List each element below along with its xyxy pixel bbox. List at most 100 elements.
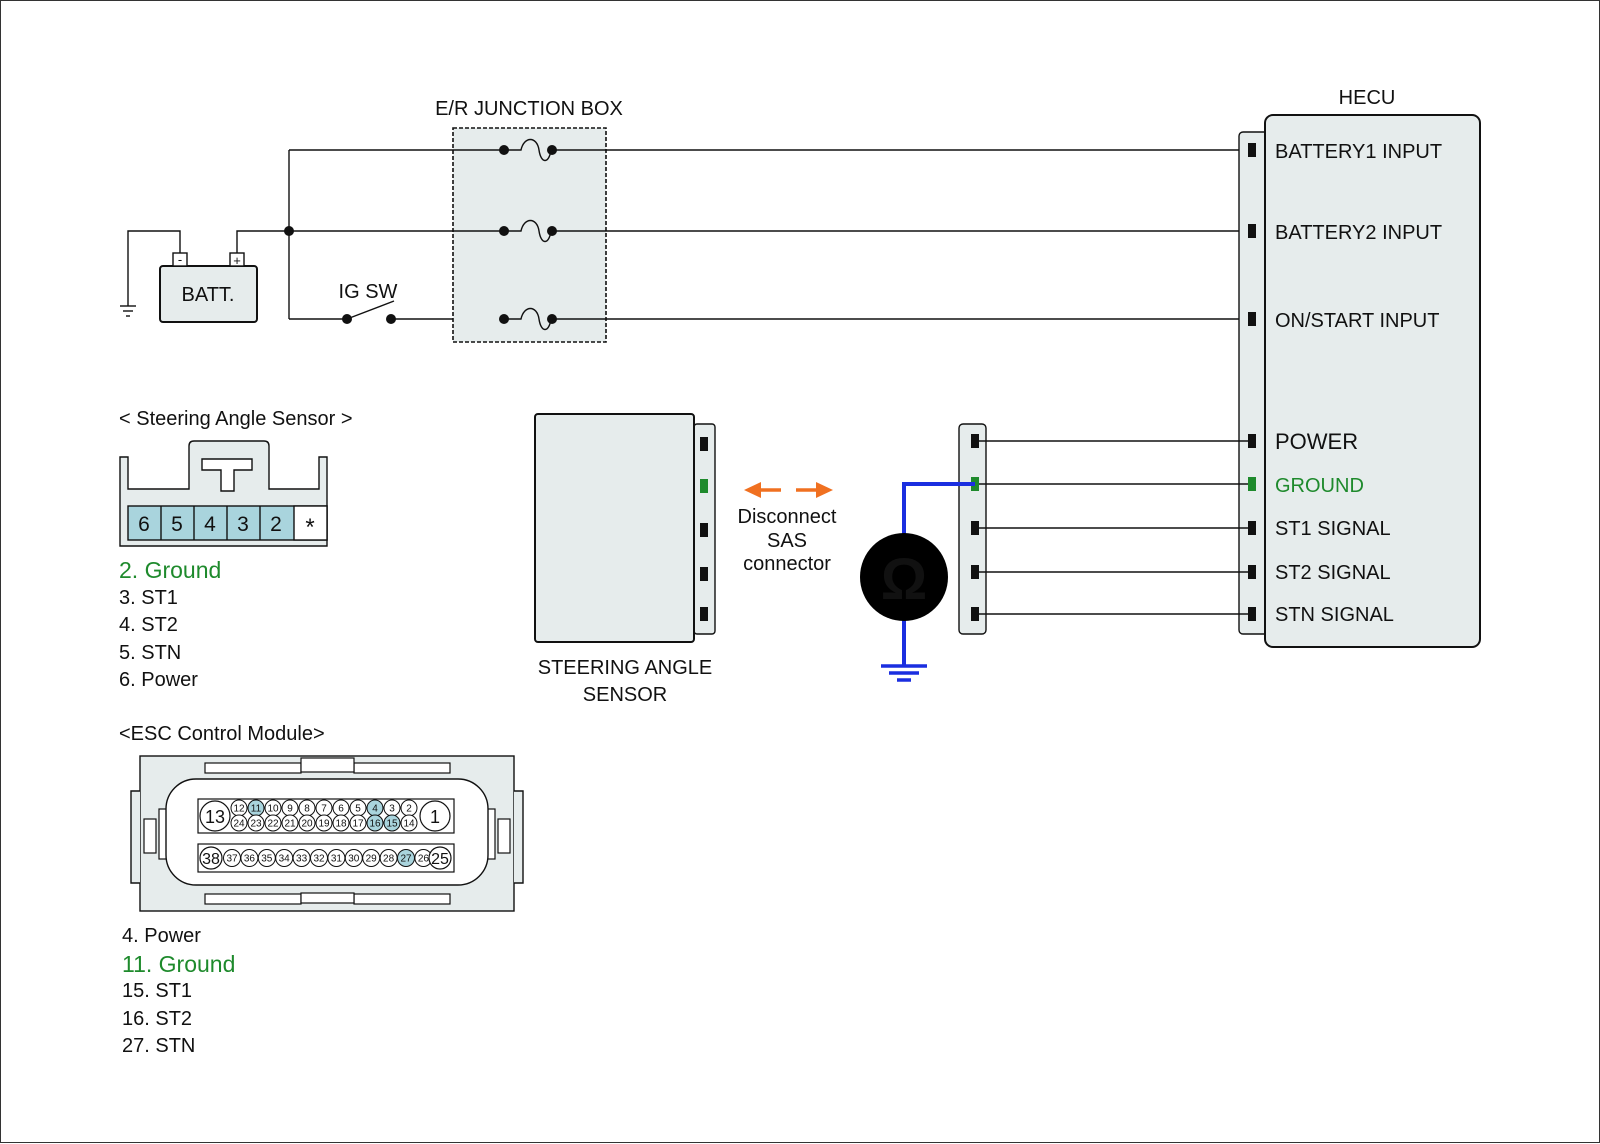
svg-text:+: +: [233, 253, 241, 268]
svg-text:10: 10: [267, 804, 279, 815]
battery: BATT. - +: [159, 252, 258, 323]
esc-pin-28: 28: [379, 849, 398, 867]
esc-pin-12: 12: [230, 799, 248, 817]
svg-text:18: 18: [335, 819, 347, 830]
svg-text:37: 37: [226, 854, 238, 865]
esc-pin-10: 10: [264, 799, 282, 817]
ig-switch-label: IG SW: [339, 281, 398, 303]
esc-pin-38: 38: [202, 851, 220, 868]
svg-text:12: 12: [233, 804, 245, 815]
svg-text:3: 3: [389, 804, 395, 815]
instruction-line1: Disconnect: [738, 506, 837, 528]
ground-symbol-battery: [120, 305, 136, 317]
svg-text:2: 2: [406, 804, 412, 815]
esc-pin-14: 14: [400, 814, 418, 832]
instruction-line2: SAS: [767, 530, 807, 552]
svg-text:15: 15: [386, 819, 398, 830]
battery-positive-wire: [236, 230, 289, 253]
sas-pin-4: 4: [204, 513, 216, 536]
esc-pin-5: 5: [349, 799, 367, 817]
hecu-input-battery2: BATTERY2 INPUT: [1275, 222, 1442, 244]
hecu-signal-stn: STN SIGNAL: [1275, 604, 1394, 626]
esc-pin-31: 31: [327, 849, 346, 867]
esc-pin-20: 20: [298, 814, 316, 832]
fuse-3: [499, 307, 557, 331]
svg-text:33: 33: [296, 854, 308, 865]
esc-legend-stn: 27. STN: [122, 1035, 196, 1057]
sas-connector-title: < Steering Angle Sensor >: [119, 408, 353, 430]
sas-pin-5: 5: [171, 513, 183, 536]
svg-text:31: 31: [331, 854, 343, 865]
svg-text:35: 35: [261, 854, 273, 865]
esc-pin-18: 18: [332, 814, 350, 832]
hecu-signal-st2: ST2 SIGNAL: [1275, 562, 1391, 584]
svg-text:23: 23: [250, 819, 262, 830]
ground-symbol-meter: [881, 664, 927, 682]
sas-legend-ground: 2. Ground: [119, 557, 222, 583]
sas-pin-blank: *: [305, 514, 314, 541]
svg-text:8: 8: [304, 804, 310, 815]
svg-text:6: 6: [338, 804, 344, 815]
svg-text:36: 36: [244, 854, 256, 865]
ohm-symbol-icon: Ω: [881, 547, 928, 612]
meter-lead-top: [902, 482, 975, 536]
esc-pin-7: 7: [315, 799, 333, 817]
svg-text:9: 9: [287, 804, 293, 815]
esc-legend-ground: 11. Ground: [122, 950, 236, 977]
esc-pin-32: 32: [310, 849, 328, 867]
hecu-signal-st1: ST1 SIGNAL: [1275, 518, 1391, 540]
esc-pin-29: 29: [362, 849, 381, 867]
esc-pin-25: 25: [431, 851, 449, 868]
sas-legend-stn: 5. STN: [119, 641, 182, 664]
disconnect-arrows-icon: [744, 482, 833, 498]
sas-pin-2: 2: [270, 513, 282, 536]
svg-text:17: 17: [352, 819, 364, 830]
esc-pin-37: 37: [223, 849, 241, 867]
esc-pin-8: 8: [298, 799, 316, 817]
esc-pin-15: 15: [383, 814, 401, 832]
esc-legend-st2: 16. ST2: [122, 1007, 193, 1030]
junction-box-title: E/R JUNCTION BOX: [435, 98, 623, 120]
harness-connector: [958, 423, 987, 635]
svg-text:30: 30: [348, 854, 360, 865]
svg-text:34: 34: [279, 854, 291, 865]
svg-text:5: 5: [355, 804, 361, 815]
svg-text:32: 32: [313, 854, 325, 865]
svg-text:20: 20: [301, 819, 313, 830]
svg-text:7: 7: [321, 804, 327, 815]
esc-legend-power: 4. Power: [122, 925, 201, 947]
svg-text:4: 4: [372, 804, 378, 815]
svg-text:29: 29: [366, 854, 378, 865]
sas-pin-legend: 2. Ground 3. ST1 4. ST2 5. STN 6. Power: [119, 557, 221, 695]
hecu-signal-power: POWER: [1275, 429, 1358, 454]
esc-pin-4: 4: [366, 799, 384, 817]
esc-pin-27: 27: [397, 849, 415, 867]
svg-text:-: -: [178, 252, 182, 267]
esc-pin-30: 30: [344, 849, 363, 867]
svg-text:19: 19: [318, 819, 330, 830]
esc-pin-35: 35: [257, 849, 276, 867]
steering-angle-sensor: STEERING ANGLE SENSOR: [534, 413, 716, 706]
svg-text:21: 21: [284, 819, 296, 830]
svg-text:24: 24: [233, 819, 245, 830]
esc-legend-st1: 15. ST1: [122, 980, 193, 1002]
instruction-line3: connector: [743, 553, 831, 575]
sas-pin-6: 6: [138, 513, 150, 536]
er-junction-box: E/R JUNCTION BOX: [435, 98, 623, 343]
svg-text:14: 14: [403, 819, 415, 830]
esc-pin-23: 23: [247, 814, 265, 832]
svg-text:16: 16: [369, 819, 381, 830]
hecu-input-battery1: BATTERY1 INPUT: [1275, 141, 1442, 163]
esc-pin-21: 21: [281, 814, 299, 832]
sas-legend-st2: 4. ST2: [119, 614, 178, 636]
esc-pin-33: 33: [292, 849, 311, 867]
svg-text:28: 28: [383, 854, 395, 865]
ohmmeter: Ω: [860, 533, 948, 621]
esc-pin-13: 13: [205, 807, 225, 827]
esc-pin-1: 1: [430, 807, 440, 827]
sas-connector-face: 6 5 4 3 2 *: [119, 440, 328, 547]
